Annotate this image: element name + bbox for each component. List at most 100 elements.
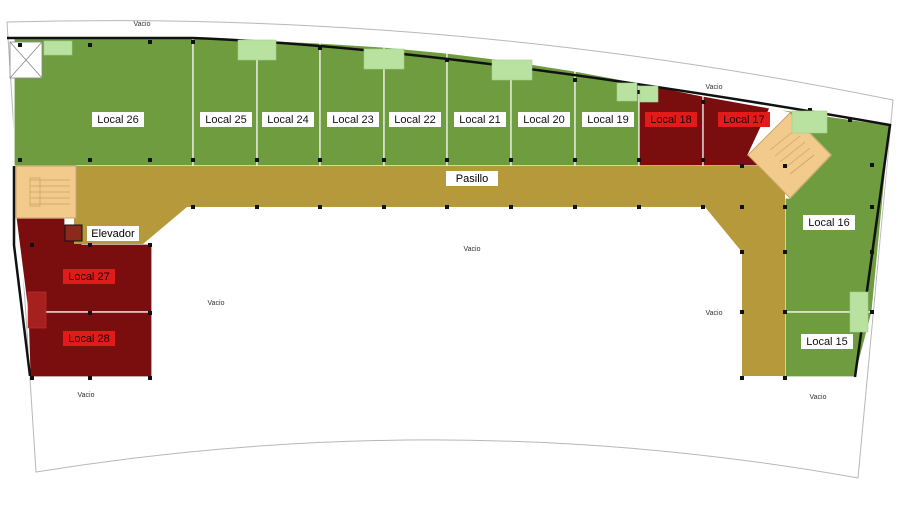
- local-23-label[interactable]: Local 23: [327, 112, 379, 127]
- local-25-label-text: Local 25: [205, 114, 247, 126]
- restroom-fixture: [43, 40, 73, 56]
- column: [808, 108, 812, 112]
- local-23-label-text: Local 23: [332, 114, 374, 126]
- local-20-label-text: Local 20: [523, 114, 565, 126]
- local-17-label[interactable]: Local 17: [718, 112, 770, 127]
- column: [509, 205, 513, 209]
- restroom-fixture: [491, 59, 533, 81]
- local-28-label[interactable]: Local 28: [63, 331, 115, 346]
- column: [783, 310, 787, 314]
- column: [382, 205, 386, 209]
- corridor-label: Pasillo: [446, 171, 498, 186]
- elevator: [64, 224, 83, 242]
- column: [783, 376, 787, 380]
- column: [445, 158, 449, 162]
- column: [701, 100, 705, 104]
- column: [318, 46, 322, 50]
- column: [255, 158, 259, 162]
- local-22-label[interactable]: Local 22: [389, 112, 441, 127]
- column: [148, 40, 152, 44]
- stairs-right: [747, 112, 832, 199]
- column: [637, 205, 641, 209]
- column: [637, 90, 641, 94]
- column: [88, 243, 92, 247]
- column: [382, 158, 386, 162]
- restroom-fixture: [237, 39, 277, 61]
- column: [318, 205, 322, 209]
- elevator-label-text: Elevador: [91, 228, 135, 240]
- void-label: Vacio: [706, 310, 723, 317]
- restroom-fixtures: [27, 39, 869, 333]
- column: [148, 311, 152, 315]
- column: [88, 43, 92, 47]
- local-19-label-text: Local 19: [587, 114, 629, 126]
- column: [740, 310, 744, 314]
- restroom-fixture: [791, 110, 828, 134]
- column: [870, 250, 874, 254]
- column: [255, 205, 259, 209]
- corridor: [74, 166, 785, 376]
- column: [88, 311, 92, 315]
- column: [318, 158, 322, 162]
- local-15-label[interactable]: Local 15: [801, 334, 853, 349]
- local-27-label[interactable]: Local 27: [63, 269, 115, 284]
- local-21-label-text: Local 21: [459, 114, 501, 126]
- column: [740, 205, 744, 209]
- local-18-label[interactable]: Local 18: [645, 112, 697, 127]
- local-21-label[interactable]: Local 21: [454, 112, 506, 127]
- void-label: Vacio: [706, 84, 723, 91]
- local-24-label[interactable]: Local 24: [262, 112, 314, 127]
- void-label: Vacio: [208, 300, 225, 307]
- column: [573, 78, 577, 82]
- void-label: Vacio: [134, 21, 151, 28]
- restroom-fixture: [363, 48, 405, 70]
- column: [740, 164, 744, 168]
- column: [848, 118, 852, 122]
- column: [445, 58, 449, 62]
- local-22-label-text: Local 22: [394, 114, 436, 126]
- column: [148, 243, 152, 247]
- elevator-label: Elevador: [87, 226, 139, 241]
- local-27-label-text: Local 27: [68, 271, 110, 283]
- column: [573, 158, 577, 162]
- column: [740, 376, 744, 380]
- local-26-label-text: Local 26: [97, 114, 139, 126]
- void-label: Vacio: [78, 392, 95, 399]
- column: [509, 158, 513, 162]
- column: [637, 158, 641, 162]
- column: [191, 40, 195, 44]
- local-20-label[interactable]: Local 20: [518, 112, 570, 127]
- column: [870, 205, 874, 209]
- column: [148, 158, 152, 162]
- local-15-label-text: Local 15: [806, 336, 848, 348]
- column: [88, 376, 92, 380]
- column: [445, 205, 449, 209]
- column: [191, 158, 195, 162]
- column: [701, 158, 705, 162]
- column: [573, 205, 577, 209]
- stairs-left: [15, 165, 77, 219]
- column: [740, 250, 744, 254]
- column: [18, 158, 22, 162]
- restroom-fixture: [639, 85, 659, 103]
- local-16-label-text: Local 16: [808, 217, 850, 229]
- column: [191, 205, 195, 209]
- column: [148, 376, 152, 380]
- local-19-label[interactable]: Local 19: [582, 112, 634, 127]
- void-label: Vacio: [464, 246, 481, 253]
- local-17-label-text: Local 17: [723, 114, 765, 126]
- local-16-label[interactable]: Local 16: [803, 215, 855, 230]
- local-28-label-text: Local 28: [68, 333, 110, 345]
- local-18-label-text: Local 18: [650, 114, 692, 126]
- column: [701, 205, 705, 209]
- void-box: [9, 41, 43, 79]
- restroom-fixture: [616, 82, 638, 102]
- column: [18, 43, 22, 47]
- column: [30, 376, 34, 380]
- local-25-label[interactable]: Local 25: [200, 112, 252, 127]
- column: [30, 243, 34, 247]
- column: [870, 310, 874, 314]
- local-26-label[interactable]: Local 26: [92, 112, 144, 127]
- column: [783, 205, 787, 209]
